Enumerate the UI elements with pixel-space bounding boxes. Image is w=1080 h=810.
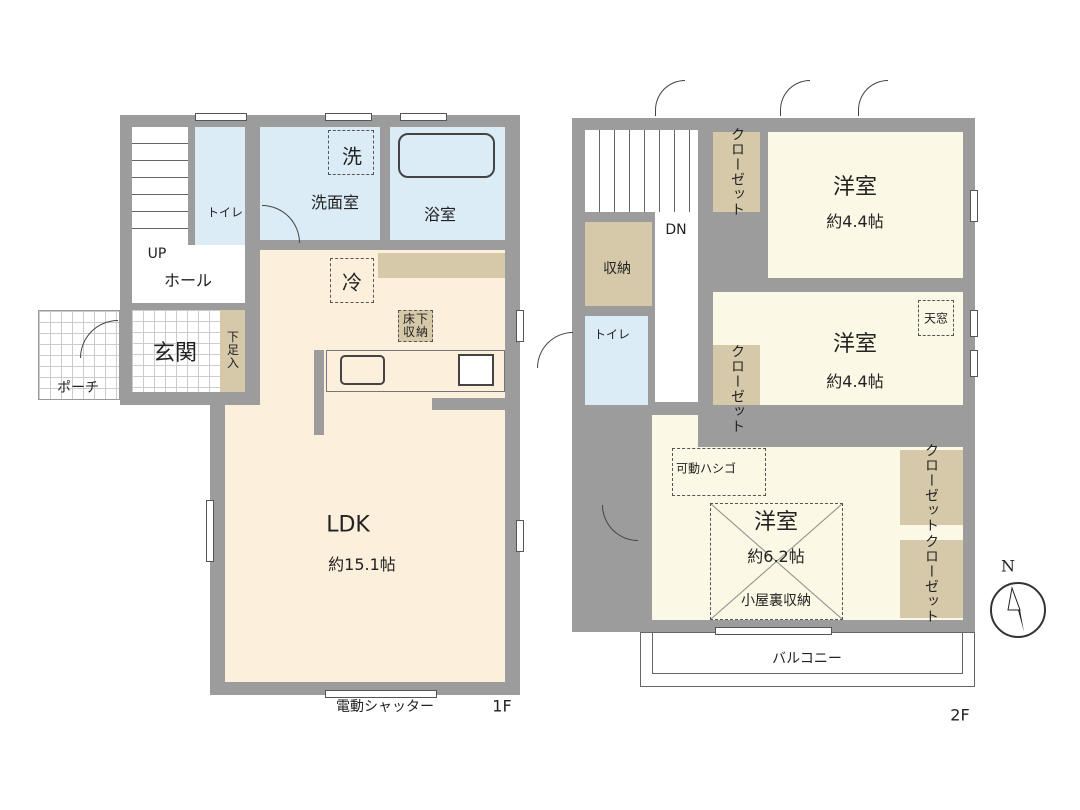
toilet-label: トイレ bbox=[206, 205, 244, 220]
closet-label: クローゼット bbox=[923, 534, 939, 624]
compass-icon bbox=[990, 582, 1046, 638]
underfloor-storage bbox=[398, 310, 433, 342]
window bbox=[325, 113, 372, 121]
fridge-label: 冷 bbox=[342, 270, 362, 295]
closet bbox=[900, 450, 963, 525]
up-label: UP bbox=[147, 246, 167, 262]
toilet-room bbox=[585, 316, 648, 405]
closet-label: クローゼット bbox=[729, 344, 745, 434]
bedroom-3-label: 洋室 bbox=[753, 510, 799, 535]
closet-label: クローゼット bbox=[729, 127, 745, 217]
stove-icon bbox=[458, 354, 494, 386]
dn-label: DN bbox=[665, 222, 687, 238]
bath-label: 浴室 bbox=[423, 205, 457, 224]
bedroom-3-size: 約6.2帖 bbox=[747, 547, 805, 566]
window bbox=[970, 310, 978, 337]
staircase bbox=[585, 130, 698, 212]
closet bbox=[713, 132, 760, 212]
shutter-label: 電動シャッター bbox=[336, 699, 434, 715]
attic-storage-label: 小屋裏収納 bbox=[741, 593, 811, 609]
window bbox=[970, 350, 978, 377]
staircase bbox=[132, 127, 188, 245]
floor-2-label: 2F bbox=[950, 705, 970, 725]
bedroom-1-size: 約4.4帖 bbox=[826, 212, 884, 231]
door-swing[interactable] bbox=[780, 80, 810, 116]
bedroom-1 bbox=[768, 132, 963, 278]
storage bbox=[585, 222, 652, 306]
hall bbox=[132, 245, 245, 303]
porch-label: ポーチ bbox=[57, 380, 99, 396]
bedroom-1-label: 洋室 bbox=[832, 175, 878, 200]
entrance-label: 玄関 bbox=[152, 341, 198, 366]
bathtub bbox=[398, 133, 495, 178]
balcony-label: バルコニー bbox=[772, 651, 842, 667]
shoe-storage-label: 下足入 bbox=[225, 330, 240, 370]
wall bbox=[314, 350, 324, 435]
hall-label: ホール bbox=[163, 271, 213, 290]
ladder-area bbox=[672, 448, 766, 496]
washroom-label: 洗面室 bbox=[310, 193, 360, 212]
shoe-storage bbox=[220, 310, 245, 392]
closet bbox=[900, 540, 963, 618]
entrance bbox=[132, 310, 220, 392]
attic-storage-area bbox=[710, 503, 843, 620]
skylight bbox=[918, 300, 954, 336]
door-swing[interactable] bbox=[858, 80, 888, 116]
ladder-label: 可動ハシゴ bbox=[675, 461, 737, 476]
compass-needle-icon bbox=[1007, 586, 1024, 632]
toilet-room bbox=[195, 127, 245, 245]
ldk-label: LDK bbox=[326, 512, 370, 538]
window bbox=[400, 113, 447, 121]
window bbox=[206, 500, 214, 562]
fridge-space bbox=[330, 258, 374, 303]
window-shutter bbox=[325, 690, 437, 698]
door-swing[interactable] bbox=[537, 332, 573, 368]
window bbox=[970, 190, 978, 222]
storage-label: 収納 bbox=[603, 261, 631, 277]
bedroom-2-label: 洋室 bbox=[832, 332, 878, 357]
window bbox=[195, 113, 247, 121]
window bbox=[516, 520, 524, 552]
ldk-living bbox=[225, 405, 505, 682]
washer-space bbox=[328, 130, 374, 175]
wall bbox=[432, 398, 505, 410]
bedroom-2-size: 約4.4帖 bbox=[826, 372, 884, 391]
sink-icon bbox=[340, 355, 385, 385]
north-label: N bbox=[1001, 556, 1015, 576]
corridor bbox=[655, 212, 698, 402]
toilet-label: トイレ bbox=[593, 327, 631, 342]
closet-label: クローゼット bbox=[923, 443, 939, 533]
washer-label: 洗 bbox=[342, 144, 362, 169]
kitchen-shelf bbox=[378, 253, 505, 278]
door-swing[interactable] bbox=[655, 80, 685, 116]
ldk-size: 約15.1帖 bbox=[328, 555, 396, 574]
window bbox=[715, 627, 832, 635]
underfloor-storage-label: 床下収納 bbox=[402, 312, 429, 339]
wall bbox=[698, 405, 975, 447]
skylight-label: 天窓 bbox=[923, 311, 949, 326]
floor-1-label: 1F bbox=[492, 696, 512, 716]
window bbox=[516, 310, 524, 342]
